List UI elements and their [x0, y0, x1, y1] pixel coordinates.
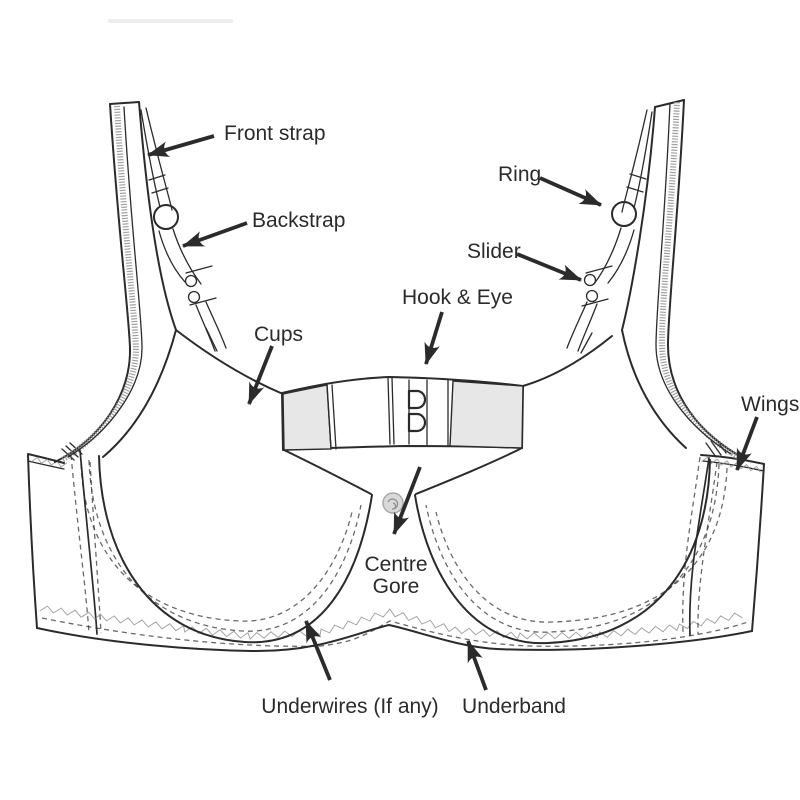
- label-underwires: Underwires (If any): [261, 695, 438, 718]
- hook-eye-band: [281, 376, 524, 451]
- left-strap-hatch-stripe: [60, 105, 140, 463]
- left-shaded-panel: [282, 384, 332, 451]
- right-wing-seam-stitch-2: [697, 461, 718, 635]
- centre-gore-arrow: [392, 466, 422, 535]
- left-cup-neckline: [175, 329, 284, 395]
- right-wing-seam-stitch-1: [682, 456, 701, 633]
- underband-arrow: [466, 640, 488, 691]
- left-wing-top-edge-inner: [27, 460, 65, 470]
- right-slider-loop-2: [585, 289, 599, 303]
- left-backstrap-attach-seam: [205, 327, 218, 352]
- right-strap-inner-edge: [621, 106, 687, 449]
- label-cups: Cups: [254, 323, 303, 346]
- right-backstrap-left-edge: [566, 109, 648, 349]
- band-bottom-stitch: [41, 617, 749, 647]
- right-shoulder-strap: [621, 99, 746, 460]
- right-slider-loop-1: [583, 273, 597, 287]
- left-strap-top-edge: [109, 101, 140, 105]
- band-bottom-edge: [36, 624, 753, 653]
- left-underwire-stitch-1: [88, 459, 362, 632]
- left-slider-loop-1: [184, 274, 198, 288]
- annotation-arrows: [147, 134, 759, 691]
- wings-arrow: [735, 416, 759, 471]
- left-wing: [27, 442, 102, 635]
- underwires-arrow: [304, 620, 332, 681]
- left-cup: [80, 327, 373, 644]
- underband: [36, 605, 753, 653]
- right-cup-neckline: [522, 335, 613, 387]
- label-centre-gore-line2: Gore: [373, 575, 420, 598]
- right-cup: [414, 332, 728, 645]
- band-elastic-zigzag: [39, 605, 743, 640]
- hook-bottom: [407, 412, 427, 433]
- backstrap-arrow: [182, 221, 248, 248]
- right-strap-hatch-boundary: [655, 102, 732, 455]
- right-backstrap: [566, 109, 653, 352]
- centre-gore: [283, 447, 523, 514]
- left-wing-seam-stitch-1: [70, 454, 90, 634]
- label-hook-eye: Hook & Eye: [402, 286, 513, 309]
- cups-arrow: [247, 345, 274, 405]
- label-wings: Wings: [741, 393, 799, 416]
- label-centre-gore-line1: Centre: [364, 553, 427, 576]
- scan-artifact: [108, 19, 233, 23]
- left-strap-outer-edge: [54, 103, 132, 463]
- hook-top: [407, 389, 427, 410]
- band-panel-seams: [326, 377, 449, 450]
- left-ring: [153, 204, 179, 230]
- left-wing-top-zigzag: [31, 456, 68, 468]
- label-front-strap: Front strap: [224, 122, 326, 145]
- slider-arrow: [516, 252, 582, 282]
- left-wing-outer-edge: [27, 454, 38, 629]
- right-strap-adjuster-ticks: [626, 173, 647, 193]
- left-shoulder-strap: [54, 101, 177, 463]
- right-underwire-arc: [414, 459, 711, 645]
- left-strap-adjuster-ticks: [148, 174, 169, 194]
- label-slider: Slider: [467, 240, 521, 263]
- gore-bow-swirl: [387, 498, 399, 510]
- front-strap-arrow: [147, 134, 215, 157]
- right-shaded-panel: [449, 380, 524, 449]
- right-strap-outer-edge: [667, 99, 746, 460]
- right-underwire-stitch-1: [425, 463, 720, 633]
- hook-eye-arrow: [424, 311, 444, 365]
- left-slider-loop-2: [187, 290, 201, 304]
- left-wing-top-edge: [27, 453, 65, 464]
- annotation-labels: Front strap Backstrap Cups Hook & Eye Ri…: [224, 122, 799, 718]
- right-wing: [682, 438, 765, 636]
- right-slider-ticks: [581, 265, 613, 307]
- left-underwire-arc: [98, 455, 373, 644]
- left-strap-inner-edge: [102, 101, 177, 458]
- left-strap-hatch-boundary: [67, 106, 143, 458]
- right-backstrap-attach-seam: [580, 332, 593, 354]
- left-cup-inner-edge: [283, 449, 372, 495]
- left-underwire-stitch-2: [80, 463, 353, 622]
- label-backstrap: Backstrap: [252, 209, 345, 232]
- right-cup-inner-edge: [415, 447, 523, 495]
- right-ring: [611, 201, 637, 227]
- right-wing-top-edge: [700, 454, 765, 465]
- label-underband: Underband: [462, 695, 566, 718]
- right-underwire-stitch-2: [435, 467, 728, 623]
- right-wing-outer-edge: [751, 463, 765, 632]
- ring-arrow: [539, 176, 602, 207]
- left-slider-ticks: [185, 265, 217, 306]
- right-wing-seam: [688, 457, 710, 636]
- label-ring: Ring: [498, 163, 541, 186]
